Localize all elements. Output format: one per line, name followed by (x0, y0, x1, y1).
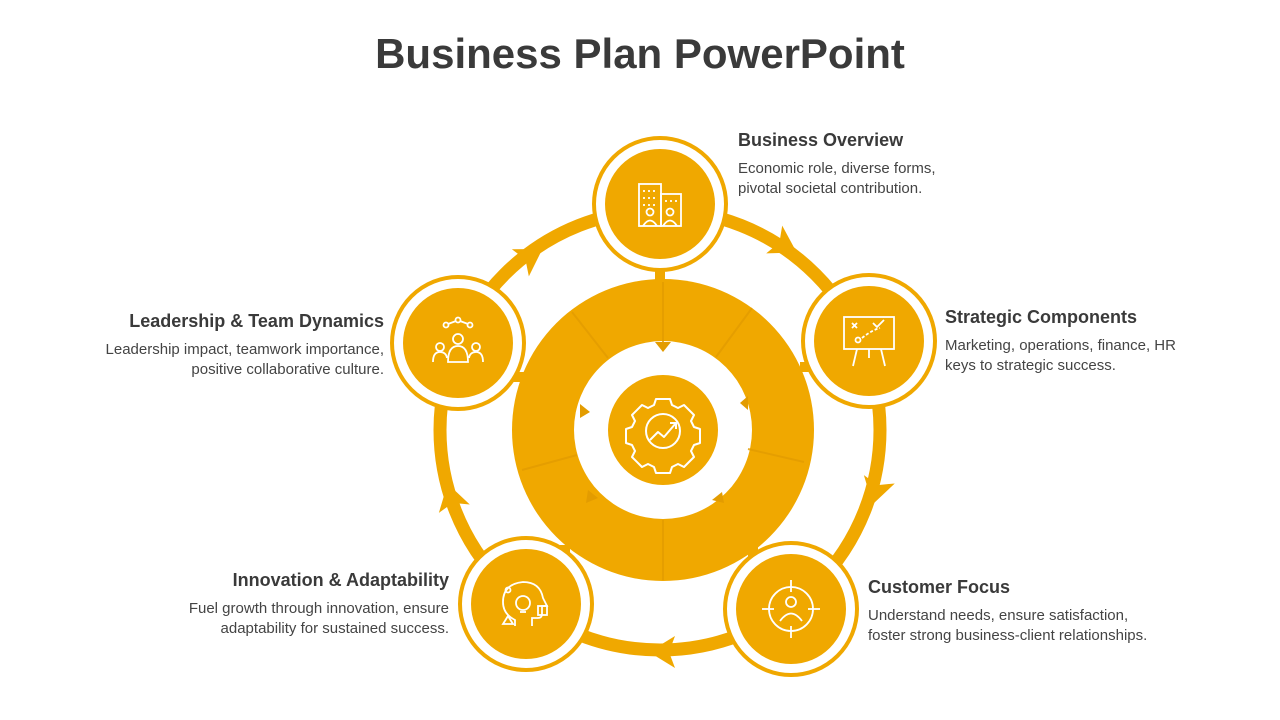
center-donut (512, 279, 814, 581)
step-customer-focus: Customer Focus Understand needs, ensure … (868, 577, 1208, 646)
office-building-people-icon (638, 183, 682, 227)
step-title: Leadership & Team Dynamics (129, 311, 384, 331)
node-business-overview (592, 136, 728, 272)
step-business-overview: Business Overview Economic role, diverse… (738, 130, 1068, 199)
gear-growth-chart-icon (625, 398, 701, 474)
step-description: Economic role, diverse forms,pivotal soc… (738, 160, 936, 197)
center-hub (608, 375, 718, 485)
step-description: Understand needs, ensure satisfaction,fo… (868, 607, 1148, 644)
step-title: Business Overview (738, 130, 904, 150)
step-strategic-components: Strategic Components Marketing, operatio… (945, 307, 1275, 376)
arrow-head (766, 225, 797, 254)
step-title: Strategic Components (945, 307, 1138, 327)
target-person-icon (762, 580, 820, 638)
step-description: Leadership impact, teamwork importance,p… (105, 341, 384, 378)
node-strategic-components (801, 273, 937, 409)
step-title: Customer Focus (868, 577, 1011, 597)
step-leadership-team-dynamics: Leadership & Team Dynamics Leadership im… (54, 311, 384, 380)
page-title: Business Plan PowerPoint (375, 30, 905, 77)
step-title: Innovation & Adaptability (232, 570, 449, 590)
arrow-head (511, 248, 543, 277)
node-customer-focus (723, 541, 859, 677)
leader-team-network-icon (432, 316, 484, 363)
node-innovation-adaptability (458, 536, 594, 672)
arrow-head (438, 483, 470, 513)
arrow-head (649, 636, 675, 668)
arrow-head (863, 475, 895, 505)
cycle-arrows (438, 225, 895, 668)
head-lightbulb-icon (501, 581, 549, 626)
step-innovation-adaptability: Innovation & Adaptability Fuel growth th… (119, 570, 449, 639)
node-leadership-team-dynamics (390, 275, 526, 411)
presentation-board-strategy-icon (843, 316, 895, 367)
